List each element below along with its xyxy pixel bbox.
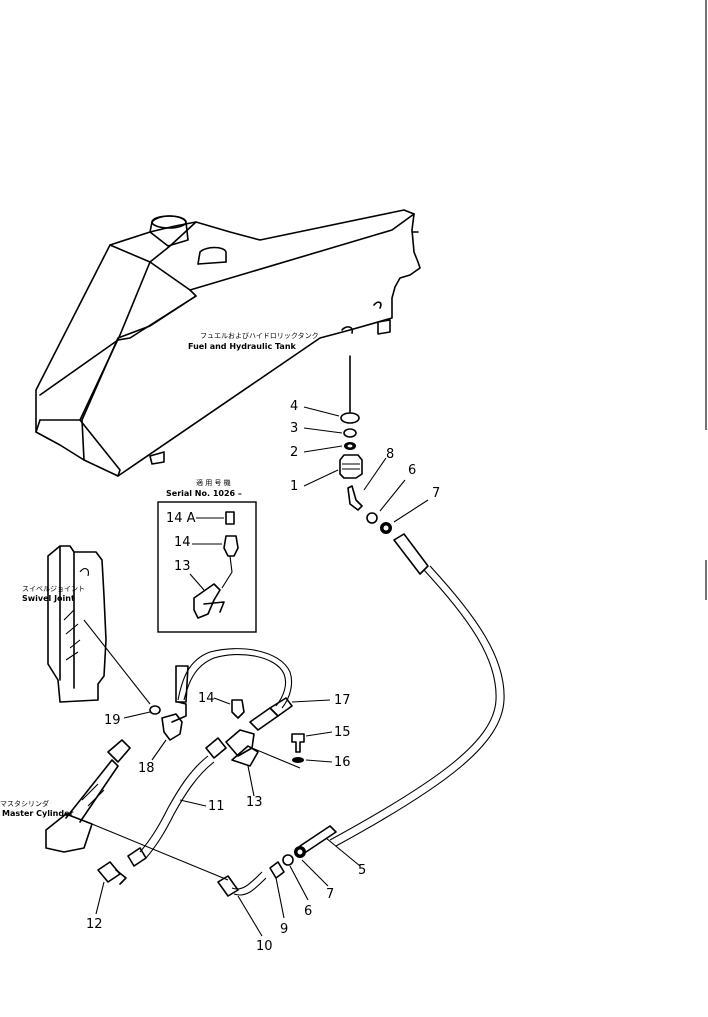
callout-14a: 14 A (166, 511, 196, 526)
master-label-en: Master Cylinder (2, 809, 74, 818)
elbow-8 (347, 485, 363, 511)
swivel-label-jp: スイベルジョイント (22, 585, 85, 593)
callout-6-top: 6 (408, 463, 416, 478)
callout-13-inset: 13 (174, 559, 191, 574)
tank-label-en: Fuel and Hydraulic Tank (188, 342, 297, 351)
fuel-hydraulic-tank (35, 209, 421, 477)
callout-12: 12 (86, 917, 103, 932)
supply-hose (329, 533, 505, 847)
callout-7-top: 7 (432, 486, 440, 501)
bracket-13-inset (193, 555, 233, 619)
callout-15: 15 (334, 725, 351, 740)
elbow-18 (161, 701, 187, 741)
callout-3: 3 (290, 421, 298, 436)
callout-11: 11 (208, 799, 225, 814)
swivel-joint (47, 545, 107, 703)
callout-8: 8 (386, 447, 394, 462)
hose-17 (175, 648, 293, 731)
serial-inset-box (157, 501, 257, 633)
tube-10 (217, 871, 267, 897)
master-label-jp: マスタシリンダ (0, 799, 49, 808)
callout-10: 10 (256, 939, 273, 954)
tee-block (225, 729, 301, 769)
tank-label-jp: フュエルおよびハイドロリックタンク (200, 331, 319, 340)
callout-18: 18 (138, 761, 155, 776)
callout-9: 9 (280, 922, 288, 937)
callout-6-bottom: 6 (304, 904, 312, 919)
callout-19: 19 (104, 713, 121, 728)
callout-13-center: 13 (246, 795, 263, 810)
callout-4: 4 (290, 399, 298, 414)
callout-2: 2 (290, 445, 298, 460)
serial-label-jp: 適 用 号 機 (196, 478, 231, 487)
callout-17: 17 (334, 693, 351, 708)
callout-14-center: 14 (198, 691, 215, 706)
tank-outlet-parts (339, 412, 363, 479)
callout-16: 16 (334, 755, 351, 770)
callout-1: 1 (290, 479, 298, 494)
hose-11 (127, 737, 227, 867)
callout-14-inset: 14 (174, 535, 191, 550)
serial-label-en: Serial No. 1026 – (166, 489, 242, 498)
callout-5: 5 (358, 863, 366, 878)
pipe-5 (299, 825, 337, 853)
bolt-15 (291, 733, 305, 753)
master-cylinder (45, 739, 229, 881)
callout-7-bottom: 7 (326, 887, 334, 902)
